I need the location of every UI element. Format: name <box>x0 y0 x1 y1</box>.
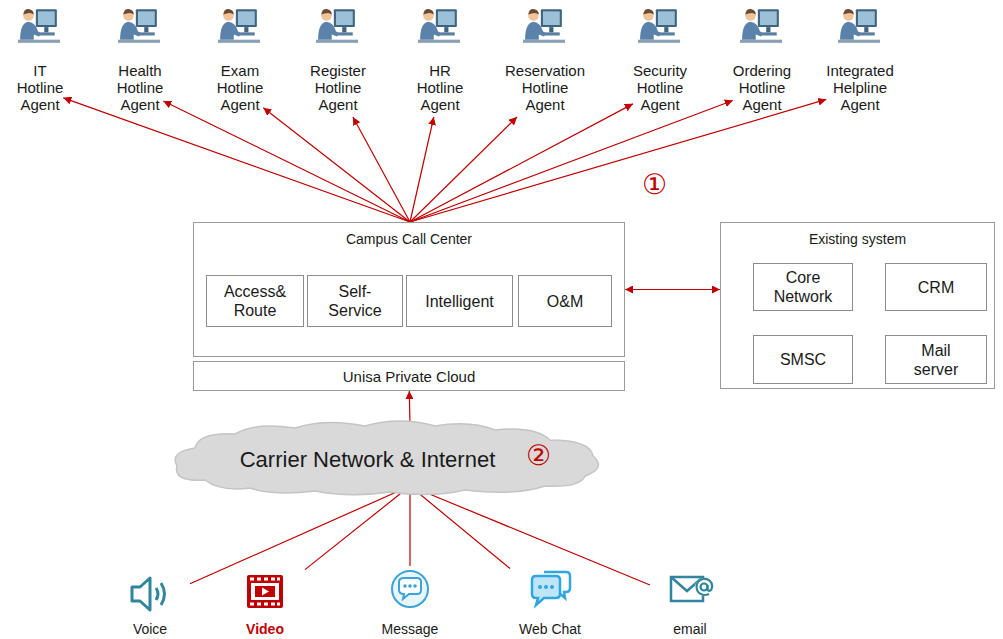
node-label: Exam Hotline Agent <box>217 62 264 113</box>
node-label: HR Hotline Agent <box>417 62 464 113</box>
existing-system-box: Existing systemCore Network CRM SMSC Mail s… <box>720 222 995 389</box>
connector-arrow <box>410 486 510 569</box>
box-title: Campus Call Center <box>194 223 624 248</box>
node-label: Carrier Network & Internet <box>240 447 496 473</box>
module-box: Intelligent <box>406 275 513 327</box>
node-label: O&M <box>547 292 583 311</box>
message-icon <box>392 571 428 607</box>
system-box: SMSC <box>753 335 853 384</box>
agent-icons <box>18 9 880 43</box>
channel-icon: email <box>650 566 730 637</box>
connector-arrow <box>63 98 410 222</box>
web-chat-icon <box>532 572 570 605</box>
agent-label: HR Hotline Agent <box>417 62 464 117</box>
connector-arrow <box>410 100 733 222</box>
connector-arrow <box>305 486 410 570</box>
node-label: Intelligent <box>425 292 494 311</box>
voice-icon <box>132 578 165 610</box>
agent-label: Ordering Hotline Agent <box>733 62 791 117</box>
callout-number: ② <box>526 441 551 471</box>
node-label: Health Hotline Agent <box>117 62 164 113</box>
node-label: Web Chat <box>519 621 581 637</box>
video-icon <box>247 575 283 608</box>
cloud-platform-band: Unisa Private Cloud <box>193 361 625 391</box>
node-label: Voice <box>133 621 167 637</box>
callout-number: ① <box>642 170 667 200</box>
agent-label: Security Hotline Agent <box>633 62 687 117</box>
connector-arrow <box>353 117 410 222</box>
connector-arrow <box>163 101 410 222</box>
module-box: Self-Service <box>307 275 403 327</box>
system-box: CRM <box>885 263 987 311</box>
connector-arrow <box>410 104 633 222</box>
agent-label: Exam Hotline Agent <box>217 62 264 117</box>
module-box: Access& Route <box>206 275 304 327</box>
connector-arrow <box>410 99 826 222</box>
node-label: IT Hotline Agent <box>17 62 64 113</box>
node-label: Ordering Hotline Agent <box>733 62 791 113</box>
node-label: SMSC <box>780 350 826 369</box>
connector-arrow <box>409 486 410 566</box>
node-label: Reservation Hotline Agent <box>505 62 585 113</box>
agent-label: Health Hotline Agent <box>117 62 164 117</box>
channel-icon: Message <box>370 566 450 637</box>
node-label: Access& Route <box>224 282 286 320</box>
call-center-box: Campus Call CenterAccess& Route Self-Serv… <box>193 222 625 357</box>
box-title: Existing system <box>721 223 994 248</box>
connector-arrow <box>410 486 650 585</box>
node-label: Security Hotline Agent <box>633 62 687 113</box>
system-box: Mail server <box>885 335 987 384</box>
connector-arrow <box>190 486 410 584</box>
connector-arrow <box>625 289 720 290</box>
node-label: Core Network <box>774 268 833 306</box>
node-label: Video <box>246 621 284 637</box>
agent-label: Reservation Hotline Agent <box>505 62 585 117</box>
node-label: CRM <box>918 278 954 297</box>
node-label: Unisa Private Cloud <box>343 368 476 385</box>
connector-arrow <box>410 117 434 222</box>
channel-icon: Video <box>225 566 305 637</box>
email-icon <box>671 577 713 601</box>
node-label: email <box>673 621 706 637</box>
node-label: Integrated Helpline Agent <box>826 62 894 113</box>
node-label: Register Hotline Agent <box>310 62 366 113</box>
system-box: Core Network <box>753 263 853 311</box>
agent-label: Integrated Helpline Agent <box>826 62 894 117</box>
node-label: Message <box>382 621 439 637</box>
channel-icon: Voice <box>110 566 190 637</box>
node-label: Mail server <box>914 341 958 379</box>
agent-label: IT Hotline Agent <box>17 62 64 117</box>
node-label: Self-Service <box>328 282 381 320</box>
module-box: O&M <box>518 275 612 327</box>
connector-arrow <box>263 108 410 222</box>
channel-icon: Web Chat <box>510 566 590 637</box>
agent-label: Register Hotline Agent <box>310 62 366 117</box>
